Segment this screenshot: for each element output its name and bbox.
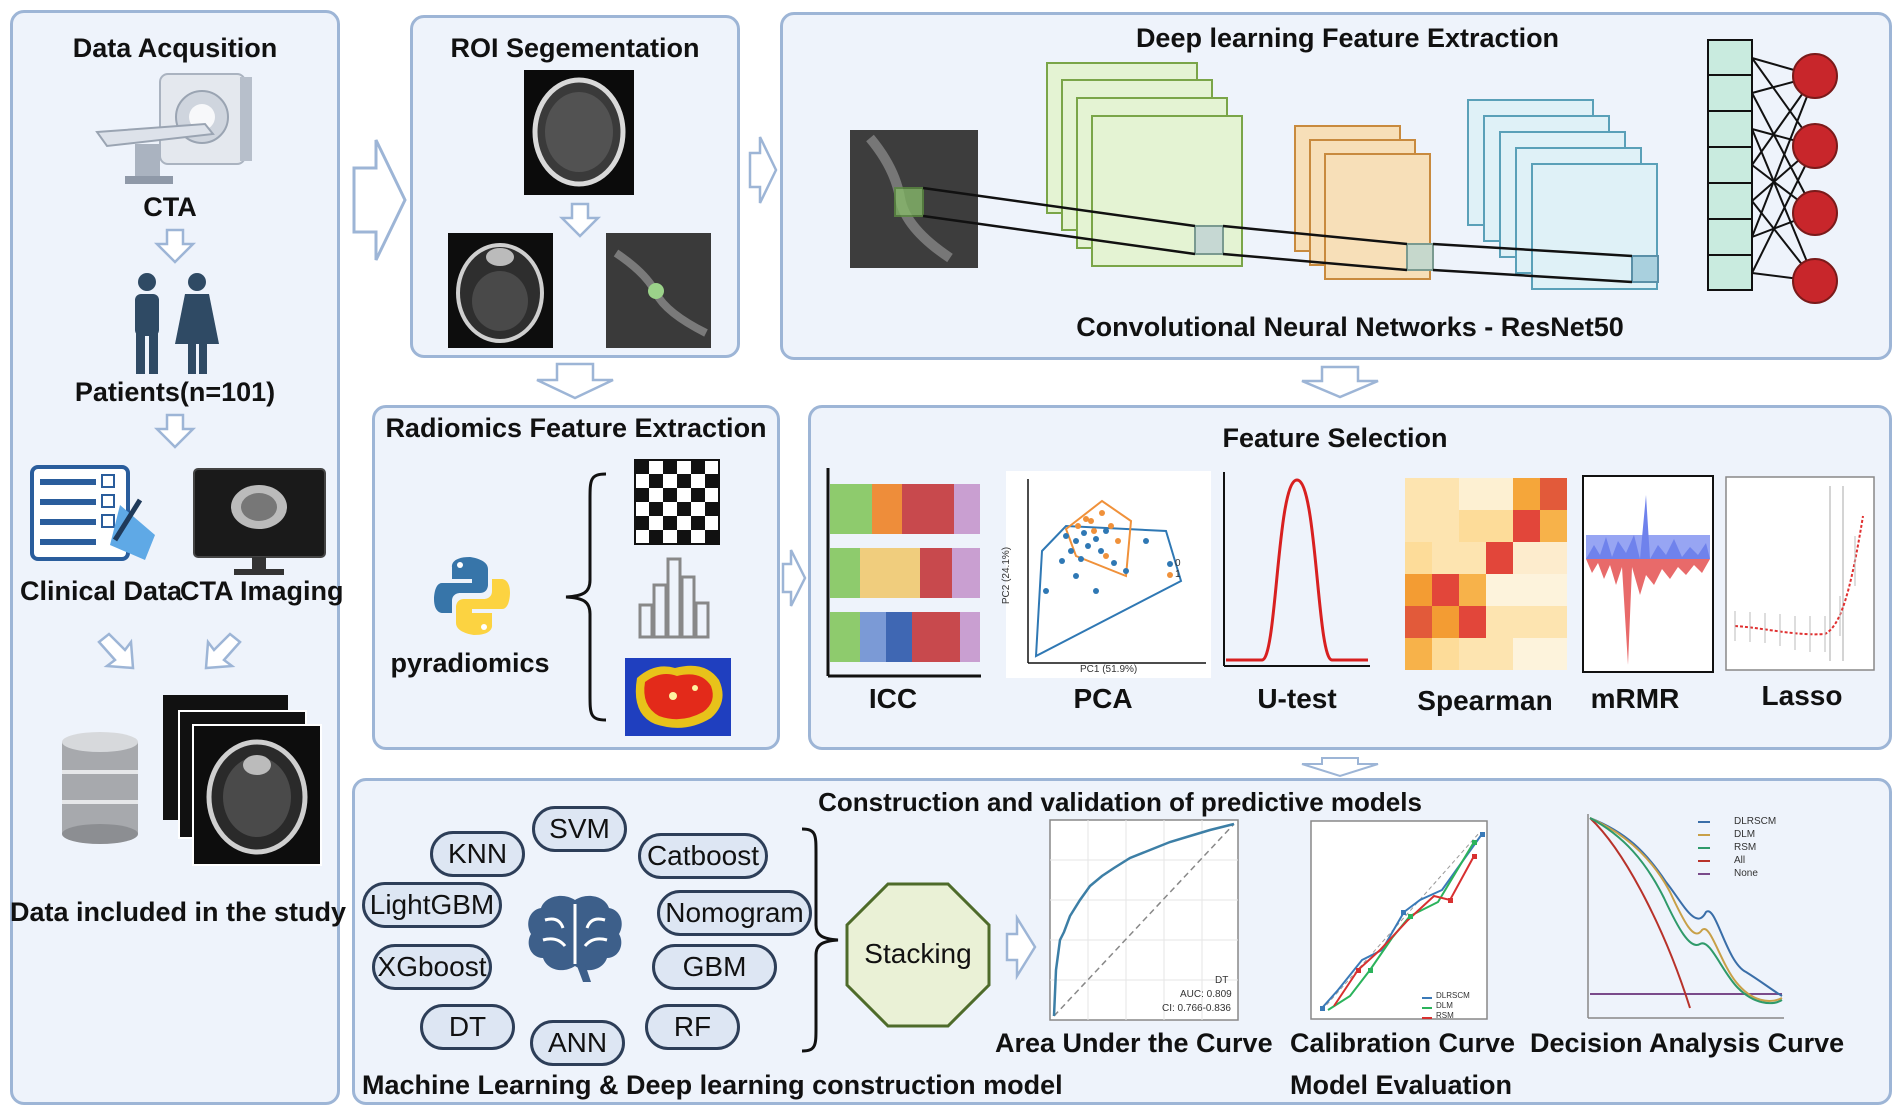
brain-ct-image [524,70,634,195]
mrmr-label: mRMR [1590,683,1680,714]
calibration-legend-dlrscm: DLRSCM [1436,991,1470,1000]
cta-label: CTA [143,192,197,222]
ct-image-front [192,724,322,866]
pca-legend-1: 1 [1175,569,1181,580]
catboost-pill: Catboost [638,833,768,879]
down-arrow-icon [153,413,197,449]
dca-legend-all: All [1734,855,1746,866]
u-test-curve [1223,472,1370,667]
dt-pill: DT [420,1004,515,1050]
texture-checker-image [634,459,720,545]
data-included-label: Data included in the study [10,897,347,927]
pca-ylabel: PC2 (24.1%) [1001,546,1013,605]
patients-label: Patients(n=101) [74,377,276,407]
clinical-checklist-icon [30,465,155,561]
calibration-legend-rsm: RSM [1436,1011,1454,1020]
svm-pill: SVM [532,806,627,852]
stacking-label: Stacking [864,938,972,969]
down-arrow-icon [536,362,614,400]
calibration-curve-chart [1310,820,1488,1020]
ml-caption: Machine Learning & Deep learning constru… [362,1070,1063,1100]
icc-bar-chart [826,468,981,678]
gbm-pill: GBM [652,944,777,990]
python-logo-icon [434,557,510,635]
lasso-label: Lasso [1761,680,1843,711]
dca-caption: Decision Analysis Curve [1530,1028,1845,1058]
database-icon [62,732,138,844]
nomogram-pill: Nomogram [657,890,812,936]
roc-curve-chart [1049,819,1239,1021]
roi-title: ROI Segementation [450,33,700,63]
pca-xlabel: PC1 (51.9%) [1080,664,1138,675]
pca-label: PCA [1073,683,1133,714]
rf-pill: RF [645,1004,740,1050]
wavelet-heatmap-image [625,658,731,736]
right-arrow-icon [781,549,807,607]
auc-caption: Area Under the Curve [995,1028,1273,1058]
skull-base-ct-image [448,233,553,348]
mrmr-chart [1582,475,1714,673]
patients-icon [135,273,219,374]
dca-legend-dlrscm: DLRSCM [1734,816,1777,827]
down-arrow-icon [1301,757,1379,778]
right-arrow-icon [748,136,778,204]
models-title: Construction and validation of predictiv… [818,787,1422,817]
cnn-subtitle: Convolutional Neural Networks - ResNet50 [1076,312,1624,342]
pyradiomics-label: pyradiomics [390,648,550,678]
deep-learning-title: Deep learning Feature Extraction [1135,23,1560,53]
dca-legend-rsm: RSM [1734,842,1757,853]
roc-auc-label: AUC: 0.809 [1180,989,1232,1000]
stacking-octagon [845,882,991,1028]
down-arrow-icon [558,202,602,238]
ct-scanner-icon [95,73,252,184]
lightgbm-pill: LightGBM [362,882,502,928]
dca-legend-dlm: DLM [1734,829,1756,840]
xgboost-pill: XGboost [372,944,492,990]
lasso-plot [1725,476,1875,671]
data-acquisition-title: Data Acqusition [72,33,278,63]
right-arrow-icon [352,139,407,261]
dca-legend-none: None [1734,868,1758,879]
diagonal-arrow-icon [204,632,242,670]
calibration-legend-dlm: DLM [1436,1001,1453,1010]
cta-imaging-label: CTA Imaging [180,576,344,606]
knn-pill: KNN [430,831,525,877]
clinical-data-label: Clinical Data [20,576,183,606]
feature-selection-title: Feature Selection [1222,423,1448,453]
curly-brace-icon [565,472,607,722]
decision-curve-chart [1587,814,1784,1019]
roc-model-label: DT [1215,975,1229,986]
calibration-caption: Calibration Curve [1290,1028,1516,1058]
u-test-label: U-test [1257,683,1337,714]
brain-icon [528,895,622,982]
diagonal-arrow-icon [97,632,135,670]
monitor-icon [193,468,326,575]
cnn-architecture-diagram [850,39,1838,304]
ann-pill: ANN [530,1020,625,1066]
roi-zoom-image [606,233,711,348]
pca-scatter-plot [1006,471,1211,678]
histogram-icon [638,557,710,639]
down-arrow-icon [1301,365,1379,399]
right-arrow-icon [1005,913,1037,981]
down-arrow-icon [153,228,197,264]
pca-legend-0: 0 [1175,558,1181,569]
model-evaluation-caption: Model Evaluation [1290,1070,1513,1100]
roc-ci-label: CI: 0.766-0.836 [1162,1003,1231,1014]
spearman-label: Spearman [1417,685,1553,716]
spearman-heatmap [1405,478,1567,670]
icc-label: ICC [868,683,918,714]
radiomics-title: Radiomics Feature Extraction [385,413,767,443]
curly-brace-icon [801,827,839,1053]
